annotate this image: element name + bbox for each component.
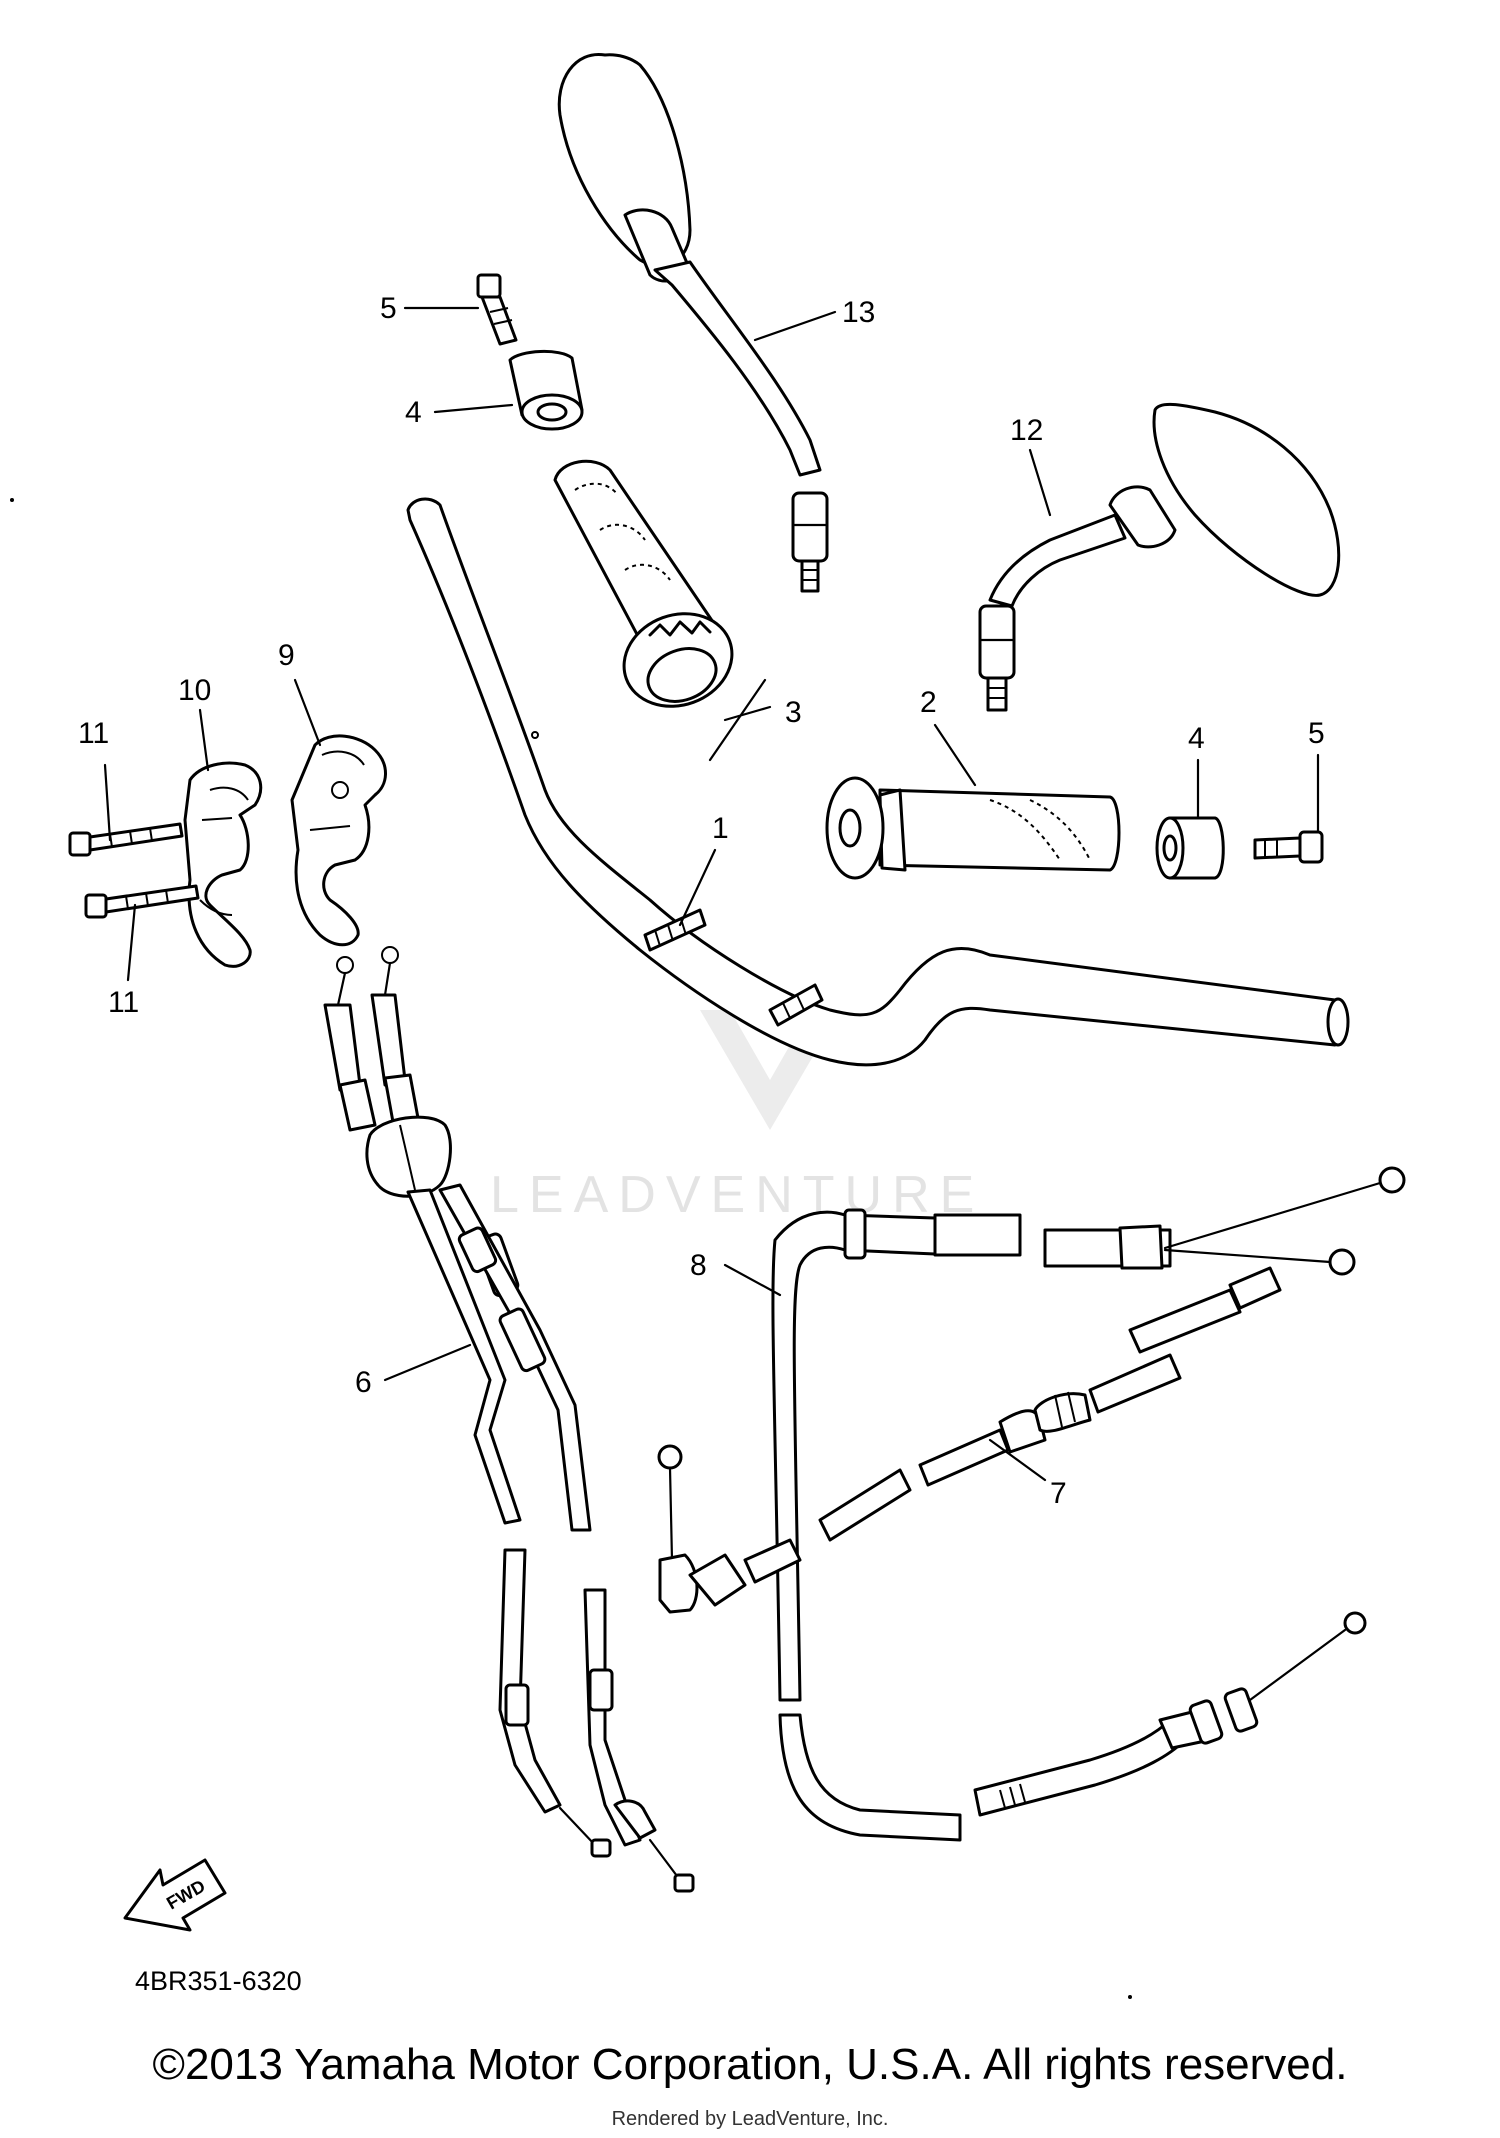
- part-1-handlebar: [406, 497, 1350, 1067]
- callout-11-top: 11: [78, 717, 109, 750]
- part-9-housing-front: [290, 734, 387, 947]
- callout-4-top: 4: [405, 396, 422, 429]
- part-6-throttle-cables: [323, 946, 695, 1893]
- callout-6: 6: [355, 1366, 372, 1399]
- copyright-notice: ©2013 Yamaha Motor Corporation, U.S.A. A…: [152, 2040, 1348, 2089]
- part-10-housing-rear: [183, 761, 263, 968]
- fwd-arrow-icon: FWD: [123, 1858, 227, 1932]
- rendered-by-notice: Rendered by LeadVenture, Inc.: [611, 2108, 889, 2130]
- part-4-right-bar-end-weight: [1155, 816, 1225, 880]
- part-11-lower-screw: [84, 884, 200, 919]
- leader-lines: [103, 306, 1320, 1482]
- callout-5-top: 5: [380, 292, 397, 325]
- callout-5-right: 5: [1308, 717, 1325, 750]
- callout-4-right: 4: [1188, 722, 1205, 755]
- part-13-left-mirror: [557, 52, 829, 593]
- callout-labels: 5 4 13 12 3 2 4 5 1 10 9 11 11 6 7 8: [78, 292, 1325, 1510]
- callout-7: 7: [1050, 1477, 1067, 1510]
- callout-9: 9: [278, 639, 295, 672]
- part-2-left-grip: [825, 776, 1121, 880]
- part-8-clutch-cable: [771, 1166, 1406, 1842]
- watermark-text: LEADVENTURE: [490, 1166, 984, 1224]
- part-12-right-mirror: [978, 402, 1341, 712]
- part-5-top-bolt: [476, 273, 518, 346]
- callout-11-bottom: 11: [108, 986, 139, 1019]
- part-5-right-bolt: [1253, 830, 1324, 864]
- callout-3: 3: [785, 696, 802, 729]
- callout-12: 12: [1010, 414, 1043, 447]
- callout-13: 13: [842, 296, 875, 329]
- callout-2: 2: [920, 686, 937, 719]
- callout-1: 1: [712, 812, 729, 845]
- part-3-throttle-grip: [553, 459, 734, 708]
- part-11-upper-screw: [68, 822, 184, 857]
- part-7-choke-cable: [657, 1266, 1282, 1614]
- part-4-top-bar-end-weight: [508, 349, 584, 431]
- callout-10: 10: [178, 674, 211, 707]
- part-code: 4BR351-6320: [135, 1966, 302, 1996]
- callout-8: 8: [690, 1249, 707, 1282]
